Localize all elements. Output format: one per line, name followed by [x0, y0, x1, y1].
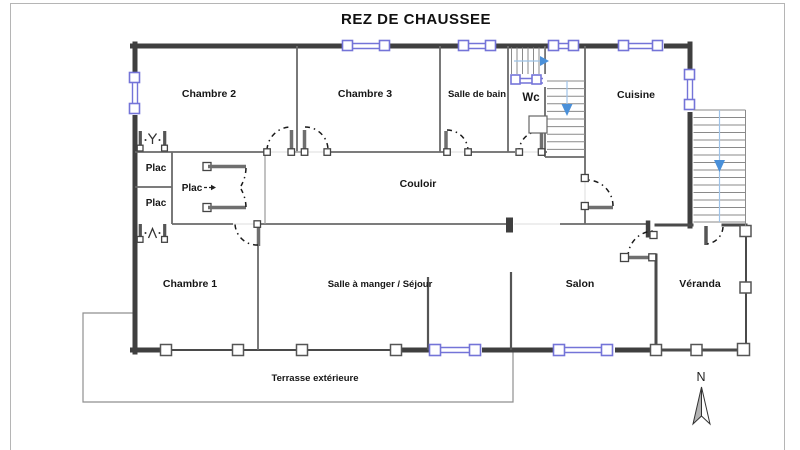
room-label-wc: Wc [522, 92, 540, 104]
north-arrow-icon [692, 386, 702, 426]
room-label-chambre-2: Chambre 2 [182, 88, 236, 100]
room-label-cuisine: Cuisine [617, 89, 655, 101]
wc-fixture [528, 115, 548, 134]
room-label-terrasse: Terrasse extérieure [272, 373, 359, 384]
room-labels: Chambre 2 Chambre 3 Salle de bain Wc Cui… [146, 88, 721, 384]
doors [234, 126, 724, 263]
room-label-sejour: Salle à manger / Séjour [328, 279, 433, 290]
wall-posts [159, 224, 752, 357]
interior-walls [135, 46, 651, 350]
north-arrow-icon [701, 386, 711, 426]
stair-exterior [693, 109, 746, 226]
stair-down-arrow-icon [561, 104, 573, 116]
windows [128, 39, 696, 357]
stair-small [511, 47, 549, 74]
room-label-plac-mid: Plac [182, 183, 203, 194]
closet-doors [136, 131, 247, 243]
room-label-plac-upper: Plac [146, 163, 167, 174]
room-label-chambre-3: Chambre 3 [338, 88, 392, 100]
north-label: N [696, 370, 705, 384]
page-title: REZ DE CHAUSSEE [341, 11, 491, 28]
terrace-outline [82, 312, 514, 403]
plac-pointer-arrow-icon [211, 184, 216, 191]
room-label-salle-de-bain: Salle de bain [448, 89, 506, 100]
stair-interior [547, 80, 585, 150]
compass: N [692, 370, 711, 426]
stair-down-arrow-icon [714, 160, 725, 172]
room-label-couloir: Couloir [400, 178, 437, 190]
stair-right-arrow-icon [540, 56, 549, 66]
room-label-plac-lower: Plac [146, 198, 167, 209]
room-label-veranda: Véranda [679, 278, 721, 290]
room-label-salon: Salon [566, 278, 595, 290]
room-label-chambre-1: Chambre 1 [163, 278, 217, 290]
drawing-frame [10, 3, 785, 450]
